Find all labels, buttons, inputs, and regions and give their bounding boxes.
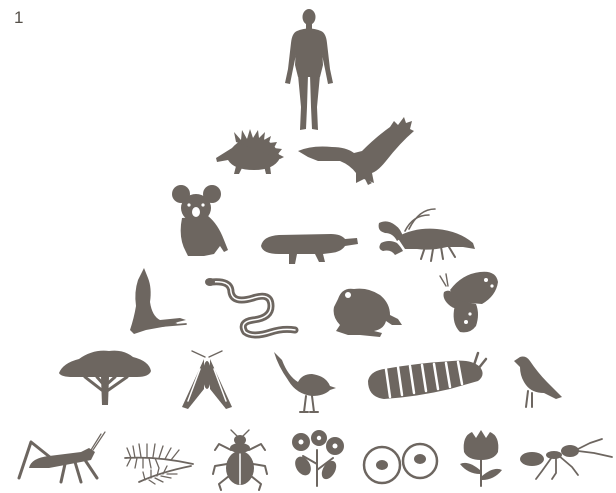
koala-icon xyxy=(172,184,230,258)
beetle-icon xyxy=(211,430,269,492)
ant-icon xyxy=(518,437,614,481)
cells-icon xyxy=(362,439,444,487)
crayfish-icon xyxy=(375,203,477,263)
frog-icon xyxy=(328,285,404,337)
moth-icon xyxy=(178,349,236,411)
songbird-icon xyxy=(512,353,564,409)
tree-icon xyxy=(57,347,153,407)
snake-icon xyxy=(205,276,299,340)
flower-icon xyxy=(458,430,504,488)
fern-icon xyxy=(121,436,197,486)
caterpillar-icon xyxy=(364,351,490,407)
panel-label: 1 xyxy=(14,8,23,28)
eagle-icon xyxy=(298,117,416,185)
human-icon xyxy=(283,7,335,133)
platypus-icon xyxy=(259,224,359,266)
flowering-plant-icon xyxy=(289,430,347,488)
grasshopper-icon xyxy=(9,430,107,486)
echidna-icon xyxy=(214,128,286,174)
butterfly-icon xyxy=(436,270,500,334)
wren-icon xyxy=(272,350,336,416)
heron-icon xyxy=(128,268,190,336)
